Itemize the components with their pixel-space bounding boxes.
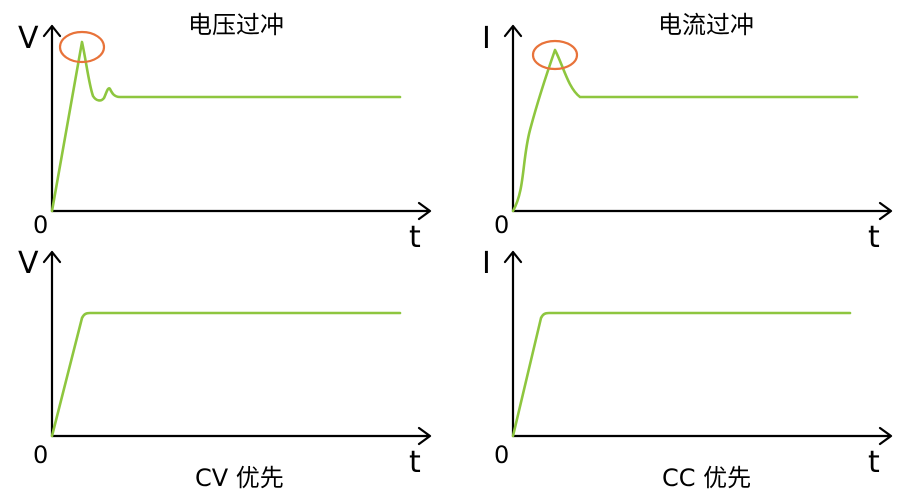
origin-label: 0 (494, 211, 509, 239)
y-axis (503, 250, 523, 438)
current-overshoot-curve (511, 48, 859, 213)
panel-title: 电流过冲 (658, 11, 754, 39)
x-axis (50, 426, 432, 446)
x-axis-label: t (868, 445, 880, 480)
origin-label: 0 (33, 211, 48, 239)
overshoot-highlight-circle (58, 30, 106, 64)
cv-priority-curve (50, 311, 402, 438)
x-axis (511, 426, 893, 446)
x-axis (50, 201, 432, 221)
y-axis-label: V (18, 21, 39, 56)
y-axis (42, 250, 62, 438)
x-axis-label: t (868, 220, 880, 255)
x-axis-label: t (409, 445, 421, 480)
y-axis (42, 24, 62, 213)
overshoot-highlight-circle (531, 39, 579, 71)
panel-title: 电压过冲 (188, 11, 284, 39)
panel-current-overshoot: I t 0 电流过冲 (482, 11, 893, 255)
y-axis-label: I (482, 21, 491, 56)
origin-label: 0 (494, 441, 509, 469)
y-axis (503, 24, 523, 213)
panel-cv-priority: V t 0 CV 优先 (18, 246, 432, 492)
cc-priority-curve (511, 311, 852, 438)
x-axis (511, 201, 893, 221)
origin-label: 0 (33, 441, 48, 469)
y-axis-label: V (18, 246, 39, 281)
y-axis-label: I (482, 246, 491, 281)
panel-voltage-overshoot: V t 0 电压过冲 (18, 11, 432, 255)
panel-cc-priority: I t 0 CC 优先 (482, 246, 893, 492)
x-axis-label: t (409, 220, 421, 255)
panel-caption: CC 优先 (662, 464, 751, 492)
voltage-overshoot-curve (50, 40, 402, 213)
panel-caption: CV 优先 (195, 464, 284, 492)
